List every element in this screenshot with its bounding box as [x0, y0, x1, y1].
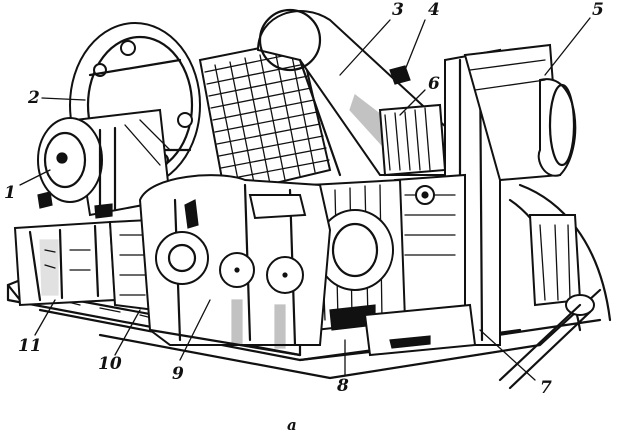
callout-label-10: 10	[98, 354, 122, 374]
electric-motor	[37, 108, 172, 219]
callout-label-9: 9	[172, 364, 184, 384]
callout-label-4: 4	[428, 0, 440, 20]
callout-label-5: 5	[592, 0, 604, 20]
callout-label-2: 2	[28, 88, 40, 108]
brake-coupling	[308, 178, 477, 357]
side-rail	[498, 183, 612, 390]
callout-label-11: 11	[18, 336, 42, 356]
callout-label-1: 1	[4, 183, 16, 203]
callout-label-3: 3	[392, 0, 404, 20]
leader-lines	[19, 17, 591, 381]
callout-label-8: 8	[337, 376, 349, 396]
callout-label-6: 6	[428, 74, 440, 94]
figure-caption: a	[287, 416, 297, 434]
gear-reducer	[138, 174, 332, 357]
control-cabinet	[463, 43, 577, 182]
frame-section-11	[13, 220, 117, 307]
callout-label-7: 7	[540, 378, 552, 398]
